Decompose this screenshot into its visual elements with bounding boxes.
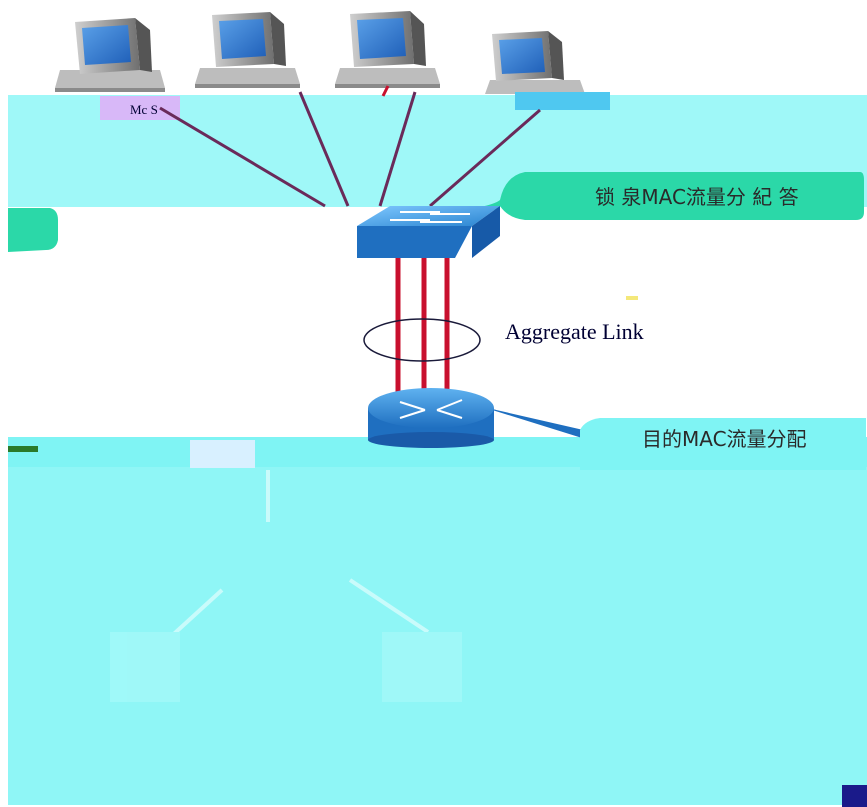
callout-bottom: 目的MAC流量分配 (493, 409, 866, 470)
lower-band-light-patch (190, 440, 255, 468)
aggregate-link-lines (395, 258, 450, 398)
pc-4-base-patch (515, 92, 610, 110)
pc-1-icon (55, 18, 165, 92)
pc-2-icon (195, 12, 300, 88)
pc-links (159, 85, 541, 208)
callout-top: 锁 泉MAC流量分 紀 答 (440, 172, 864, 220)
pc-4-icon (485, 31, 585, 94)
lower-cyan-area (8, 437, 867, 805)
aggregate-link-label: Aggregate Link (505, 319, 644, 344)
small-label: Mc S (130, 102, 158, 117)
lower-left-mark (8, 446, 38, 452)
callout-top-text: 锁 泉MAC流量分 紀 答 (595, 185, 799, 209)
tiny-mark (626, 296, 638, 300)
router-icon (368, 388, 494, 448)
corner-mark (842, 785, 867, 807)
aggregate-ellipse (363, 318, 481, 362)
switch-icon (357, 206, 500, 258)
pc-3-icon (335, 11, 440, 88)
left-partial-callout (8, 208, 58, 252)
ghost-tree (110, 470, 462, 702)
callout-bottom-text: 目的MAC流量分配 (642, 427, 807, 451)
small-label-bg (100, 96, 180, 120)
